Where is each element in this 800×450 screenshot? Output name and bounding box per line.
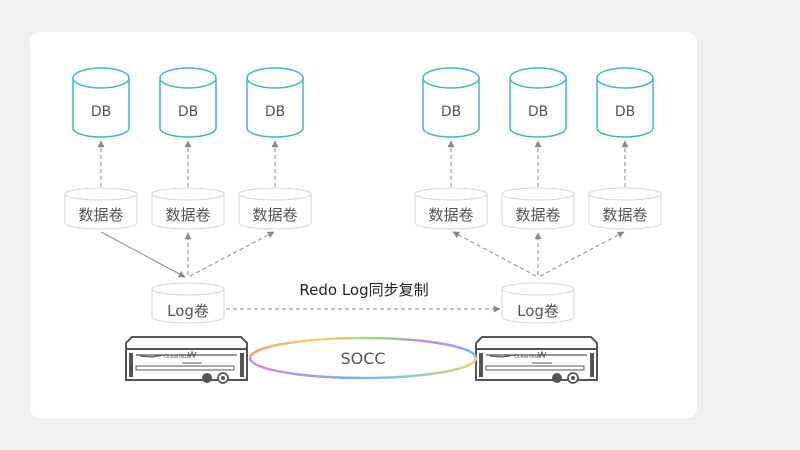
socc-label: SOCC	[340, 349, 385, 368]
arrow-volume-to-log	[100, 231, 186, 278]
database-label: DB	[441, 104, 461, 120]
socc-link-ring-bottom	[248, 357, 478, 380]
data-volume-label: 数据卷	[515, 206, 560, 224]
database-label: DB	[178, 104, 198, 120]
database-label: DB	[265, 104, 285, 120]
data-volume-label: 数据卷	[78, 206, 123, 224]
database-label: DB	[91, 104, 111, 120]
data-volume: 数据卷	[501, 187, 575, 230]
socc-link-ring-top	[248, 336, 478, 359]
site-left: DB DB DB 数据卷	[64, 67, 312, 384]
data-volume: 数据卷	[414, 187, 488, 230]
data-volume-label: 数据卷	[165, 206, 210, 224]
database-cylinder: DB	[246, 67, 304, 138]
database-cylinder: DB	[159, 67, 217, 138]
log-volume: Log卷	[501, 282, 575, 324]
data-volume: 数据卷	[151, 187, 225, 230]
data-volume: 数据卷	[588, 187, 662, 230]
svg-text:OceanStor: OceanStor	[514, 354, 541, 360]
log-volume-label: Log卷	[517, 302, 559, 320]
database-label: DB	[528, 104, 548, 120]
database-label: DB	[615, 104, 635, 120]
log-volume-label: Log卷	[167, 302, 209, 320]
arrow-log-to-volume	[539, 231, 625, 277]
data-volume-label: 数据卷	[602, 206, 647, 224]
database-cylinder: DB	[422, 67, 480, 138]
database-cylinder: DB	[72, 67, 130, 138]
log-volume: Log卷	[151, 282, 225, 324]
svg-text:OceanStor: OceanStor	[164, 354, 191, 360]
storage-server-icon: OceanStor	[475, 336, 598, 384]
data-volume-label: 数据卷	[252, 206, 297, 224]
database-cylinder: DB	[509, 67, 567, 138]
site-right: DB DB DB 数据卷 数据卷	[414, 67, 662, 384]
arrow-log-to-volume	[452, 231, 537, 277]
data-volume: 数据卷	[64, 187, 138, 230]
database-cylinder: DB	[596, 67, 654, 138]
data-volume: 数据卷	[238, 187, 312, 230]
storage-server-icon: OceanStor	[125, 336, 248, 384]
data-volume-label: 数据卷	[428, 206, 473, 224]
replication-label: Redo Log同步复制	[299, 281, 428, 299]
arrow-log-to-volume	[189, 231, 275, 277]
